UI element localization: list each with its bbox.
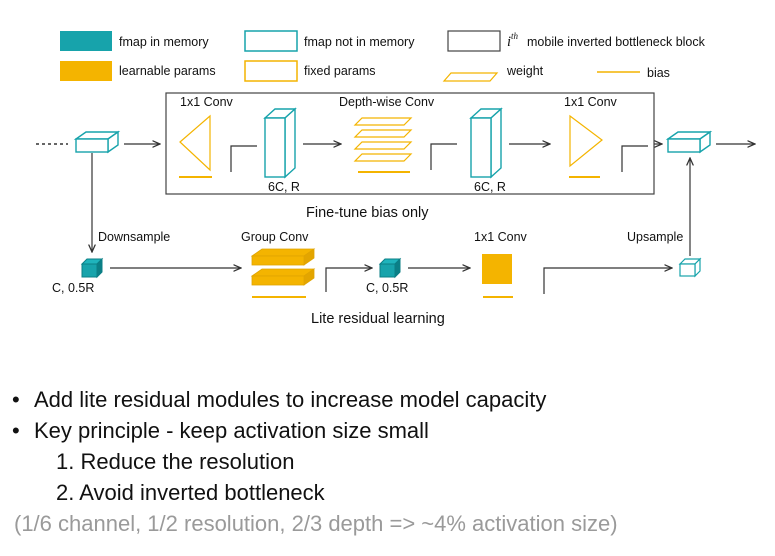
downsampled-fmap-2	[378, 257, 402, 279]
groupconv-connector	[325, 268, 372, 292]
conv2-weight	[569, 114, 603, 168]
downsampled-fmap-1	[80, 257, 104, 279]
sub-bullet-1: 1. Reduce the resolution	[56, 449, 295, 474]
conv3-connector	[543, 268, 672, 294]
dim-label-2: 6C, R	[474, 180, 506, 194]
groupconv-weights	[250, 248, 316, 286]
bullet-1: • Add lite residual modules to increase m…	[12, 384, 772, 415]
legend-fmap-not-in-memory-label: fmap not in memory	[304, 35, 415, 49]
bullet-list: • Add lite residual modules to increase m…	[12, 384, 772, 539]
expanded-fmap-2	[469, 107, 503, 179]
activation-note: (1/6 channel, 1/2 resolution, 2/3 depth …	[14, 511, 618, 536]
dwconv-connector	[430, 143, 457, 170]
legend-bias-label: bias	[647, 66, 670, 80]
top-caption: Fine-tune bias only	[306, 205, 429, 221]
output-fmap	[665, 130, 713, 154]
bottom-caption: Lite residual learning	[311, 311, 445, 327]
conv1-weight	[179, 114, 211, 172]
upsample-label: Upsample	[627, 230, 683, 244]
legend-learnable-swatch	[60, 61, 112, 81]
legend-weight-label: weight	[506, 64, 544, 78]
bullet-1-text: Add lite residual modules to increase mo…	[34, 387, 547, 412]
conv1-connector	[230, 145, 257, 172]
legend-fmap-not-in-memory-swatch	[244, 30, 298, 52]
groupconv-label: Group Conv	[241, 230, 309, 244]
dwconv-label: Depth-wise Conv	[339, 95, 435, 109]
legend-block-swatch	[447, 30, 501, 52]
conv1-label: 1x1 Conv	[180, 95, 234, 109]
legend-fixed-label: fixed params	[304, 64, 376, 78]
input-fmap	[73, 130, 121, 154]
legend-fmap-in-memory-label: fmap in memory	[119, 35, 209, 49]
sub-bullet-2: 2. Avoid inverted bottleneck	[56, 480, 325, 505]
expanded-fmap-1	[263, 107, 297, 179]
bullet-2: • Key principle - keep activation size sm…	[12, 415, 772, 446]
bullet-2-text: Key principle - keep activation size sma…	[34, 418, 429, 443]
conv2-label: 1x1 Conv	[564, 95, 618, 109]
low-dim-label-2: C, 0.5R	[366, 281, 408, 295]
legend-fmap-in-memory-swatch	[60, 31, 112, 51]
downsample-label: Downsample	[98, 230, 170, 244]
bullet-dot: •	[12, 387, 20, 412]
conv2-connector	[621, 145, 648, 172]
low-dim-label-1: C, 0.5R	[52, 281, 94, 295]
legend-fixed-swatch	[244, 60, 298, 82]
dwconv-weights	[353, 117, 413, 162]
upsample-fmap	[678, 257, 702, 278]
legend-weight-icon	[442, 72, 499, 82]
legend-ith-label: ith	[507, 31, 519, 50]
conv3-weight	[482, 254, 512, 284]
legend-learnable-label: learnable params	[119, 64, 216, 78]
conv3-label: 1x1 Conv	[474, 230, 528, 244]
bullet-dot: •	[12, 418, 20, 443]
legend-block-label: mobile inverted bottleneck block	[527, 35, 706, 49]
architecture-diagram: fmap in memory fmap not in memory ith mo…	[36, 30, 775, 327]
dim-label-1: 6C, R	[268, 180, 300, 194]
